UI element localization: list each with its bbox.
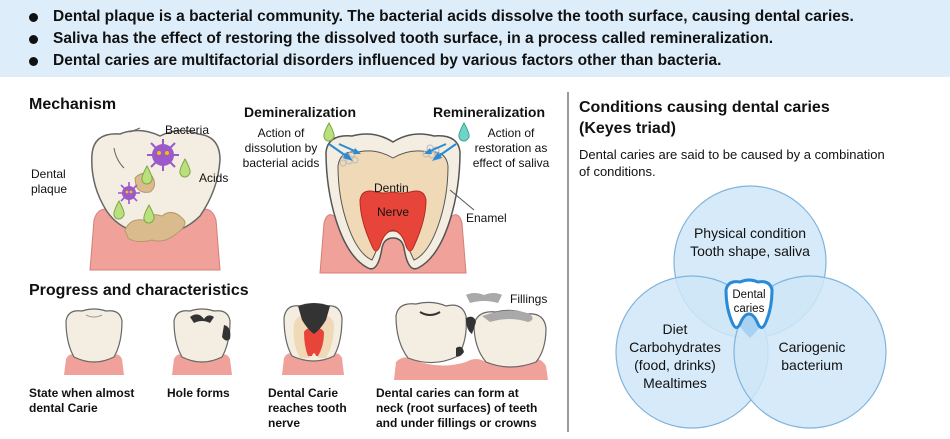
summary-banner: Dental plaque is a bacterial community. … bbox=[0, 0, 950, 77]
tooth-neck-caries-illustration bbox=[394, 301, 548, 380]
summary-point-2: Saliva has the effect of restoring the d… bbox=[25, 28, 950, 50]
remineralization-desc: Action of restoration as effect of saliv… bbox=[466, 126, 556, 171]
summary-point-3: Dental caries are multifactorial disorde… bbox=[25, 50, 950, 72]
stage-2-caption: Hole forms bbox=[167, 386, 230, 401]
tooth-stage-3-illustration bbox=[282, 303, 344, 375]
stage-1-caption-line1: State when almost bbox=[29, 386, 135, 400]
stage-4-caption-line2: neck (root surfaces) of teeth bbox=[376, 401, 538, 415]
plaque-label-line1: Dental bbox=[31, 167, 66, 181]
plaque-tooth-illustration bbox=[89, 127, 221, 271]
physical-line1: Physical condition bbox=[693, 225, 807, 241]
tooth-stage-1-illustration bbox=[64, 308, 124, 375]
progress-heading: Progress and characteristics bbox=[29, 282, 249, 299]
plaque-label-line2: plaque bbox=[31, 182, 68, 196]
stage-3-caption: Dental Carie reaches tooth nerve bbox=[268, 386, 347, 431]
diet-line4: Mealtimes bbox=[643, 375, 707, 391]
center-label-line1: Dental bbox=[732, 289, 766, 301]
fillings-icon bbox=[466, 293, 502, 303]
fillings-label: Fillings bbox=[510, 292, 548, 306]
demin-desc-line1: Action of bbox=[257, 126, 305, 140]
demineralization-title: Demineralization bbox=[244, 104, 357, 120]
bacteria-label: Bacteria bbox=[165, 123, 210, 137]
saliva-drop-icon bbox=[458, 121, 470, 142]
conditions-desc-line2: of conditions. bbox=[579, 164, 656, 179]
demin-desc-line3: bacterial acids bbox=[242, 156, 320, 170]
arrow-icon bbox=[424, 143, 457, 161]
tooth-center-icon bbox=[724, 278, 774, 329]
physical-line2: Tooth shape, saliva bbox=[690, 243, 810, 259]
stage-1-caption: State when almost dental Carie bbox=[29, 386, 134, 416]
demin-desc-line2: dissolution by bbox=[244, 141, 318, 155]
enamel-pointer-line bbox=[449, 189, 475, 211]
stage-4-caption-line3: and under fillings or crowns bbox=[376, 416, 537, 430]
section-divider bbox=[567, 92, 569, 432]
diet-line3: (food, drinks) bbox=[634, 357, 716, 373]
acids-label: Acids bbox=[199, 171, 229, 185]
acid-drop-icon bbox=[141, 164, 153, 185]
enamel-label: Enamel bbox=[466, 211, 507, 225]
dentin-label: Dentin bbox=[374, 181, 409, 195]
acid-drop-icon bbox=[323, 121, 335, 142]
tooth-stage-2-illustration bbox=[172, 308, 232, 375]
acid-drop-icon bbox=[113, 199, 125, 220]
stage-1-caption-line2: dental Carie bbox=[29, 401, 98, 415]
conditions-desc-line1: Dental caries are said to be caused by a… bbox=[579, 147, 885, 162]
stage-2-caption-line1: Hole forms bbox=[167, 386, 230, 400]
acid-drop-icon bbox=[179, 157, 191, 178]
diet-label: Diet Carbohydrates (food, drinks) Mealti… bbox=[610, 320, 740, 392]
center-label: Dental caries bbox=[727, 288, 771, 316]
conditions-heading-line1: Conditions causing dental caries bbox=[579, 99, 830, 116]
remin-desc-line1: Action of bbox=[487, 126, 535, 140]
keyes-triad-venn-diagram bbox=[615, 185, 887, 429]
demineralization-desc: Action of dissolution by bacterial acids bbox=[236, 126, 326, 171]
summary-point-1: Dental plaque is a bacterial community. … bbox=[25, 6, 950, 28]
acid-drop-icon bbox=[143, 203, 155, 224]
remin-desc-line2: restoration as bbox=[474, 141, 548, 155]
stage-3-caption-line1: Dental Carie bbox=[268, 386, 339, 400]
mechanism-heading: Mechanism bbox=[29, 96, 117, 113]
remin-desc-line3: effect of saliva bbox=[472, 156, 550, 170]
diet-line2: Carbohydrates bbox=[629, 339, 721, 355]
stage-3-caption-line2: reaches tooth bbox=[268, 401, 347, 415]
tooth-cross-section-illustration bbox=[319, 133, 467, 274]
bacterium-line2: bacterium bbox=[781, 357, 843, 373]
nerve-label: Nerve bbox=[377, 205, 410, 219]
arrow-icon bbox=[328, 143, 361, 161]
diet-line1: Diet bbox=[662, 321, 688, 337]
bacteria-icon bbox=[147, 139, 179, 171]
physical-condition-label: Physical condition Tooth shape, saliva bbox=[680, 224, 820, 260]
stage-4-caption-line1: Dental caries can form at bbox=[376, 386, 519, 400]
bacterium-line1: Cariogenic bbox=[778, 339, 846, 355]
conditions-heading-line2: (Keyes triad) bbox=[579, 120, 676, 137]
conditions-description: Dental caries are said to be caused by a… bbox=[579, 146, 885, 180]
stage-4-caption: Dental caries can form at neck (root sur… bbox=[376, 386, 537, 431]
bacterium-label: Cariogenic bacterium bbox=[762, 338, 862, 374]
remineralization-title: Remineralization bbox=[433, 104, 546, 120]
center-label-line2: caries bbox=[733, 303, 765, 315]
conditions-heading: Conditions causing dental caries (Keyes … bbox=[579, 97, 830, 139]
bacteria-small-icon bbox=[118, 182, 140, 204]
stage-3-caption-line3: nerve bbox=[268, 416, 301, 430]
